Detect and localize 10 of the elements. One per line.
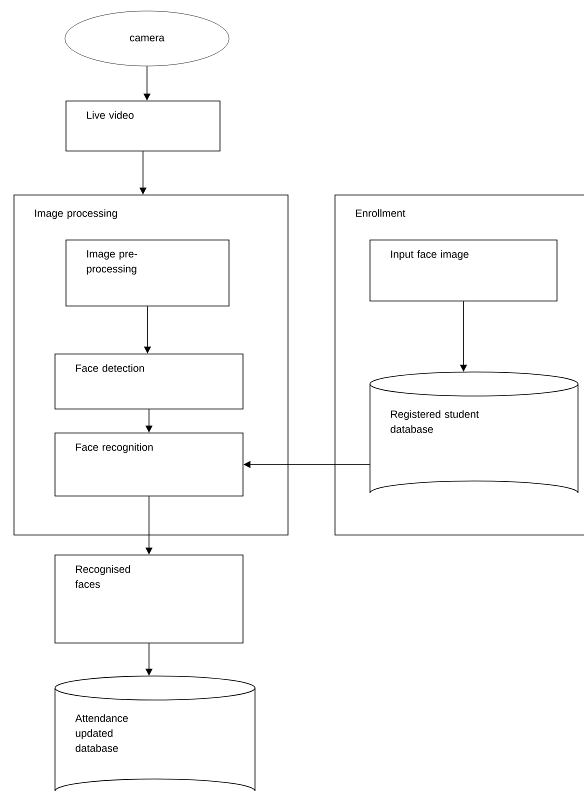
process-box: Face recognition [54,432,244,496]
database-cylinder: Attendance updated database [54,676,256,792]
process-box: Input face image [370,240,558,302]
process-box: Recognised faces [54,554,244,644]
node-label: Registered student database [390,410,479,433]
node-label: Attendance updated database [75,714,128,752]
process-box: Face detection [54,354,244,410]
database-cylinder: Registered student database [370,372,578,494]
process-box: Live video [66,100,220,152]
process-box: Image pre-processing [66,240,230,306]
